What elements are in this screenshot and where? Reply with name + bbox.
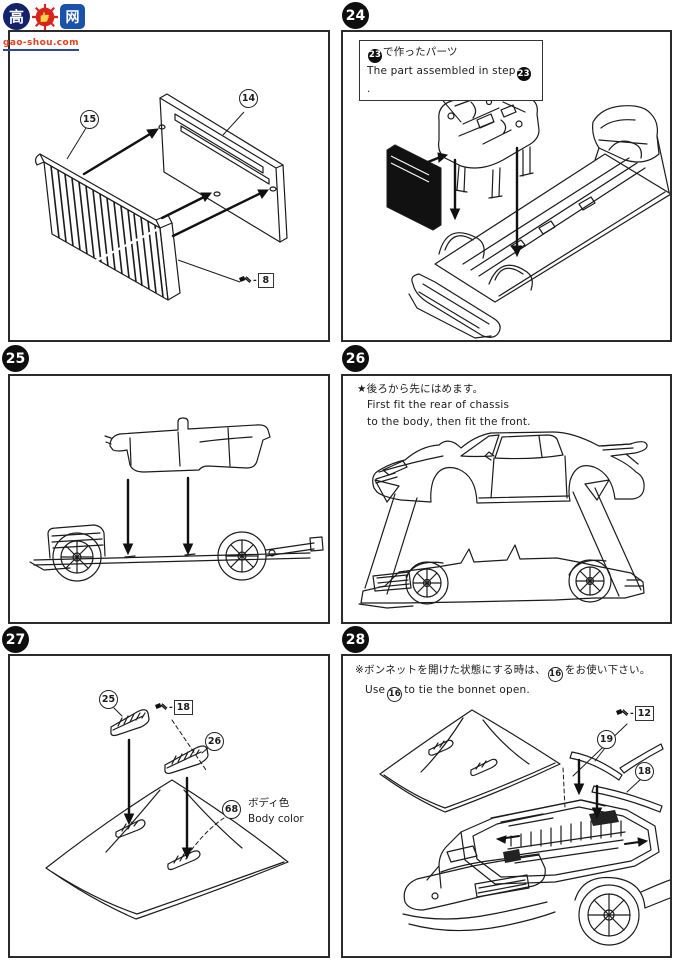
step-badge-24: 24 <box>342 2 369 29</box>
screw-callout-12: - 12 <box>615 706 654 721</box>
note-line-jp: ★後ろから先にはめます。 <box>357 383 484 395</box>
part-label-back-panel: 14 <box>239 89 258 108</box>
interior-chassis-drawing <box>29 417 324 582</box>
part-ref-circle: 16 <box>547 667 563 683</box>
step-badge-27: 27 <box>2 626 29 653</box>
step-ref-badge: 23 <box>368 48 382 63</box>
screw-icon <box>616 708 629 716</box>
step-26-note: ★後ろから先にはめます。 First fit the rear of chass… <box>357 381 577 430</box>
step-ref-badge: 23 <box>516 67 531 82</box>
step-badge-26: 26 <box>342 345 369 372</box>
watermark-logo: 高 网 gao-shou.com <box>3 3 85 52</box>
note-line-en1: First fit the rear of chassis <box>367 399 510 412</box>
screw-number: 18 <box>173 700 193 715</box>
screw-callout-18: - 18 <box>154 700 193 715</box>
panel-step-27: 25 - 18 26 68 ボディ色 Body color <box>8 654 330 958</box>
logo-domain-text: gao-shou.com <box>3 38 79 52</box>
bonnet-hinge-car-drawing <box>379 709 670 946</box>
screw-icon <box>239 275 252 283</box>
part-label-vent-left: 25 <box>99 690 118 709</box>
part-label-hood: 68 <box>222 800 241 819</box>
screw-dash: - <box>253 275 257 286</box>
screw-callout-8: - 8 <box>238 273 274 288</box>
screw-number: 8 <box>257 273 274 288</box>
logo-icons: 高 网 <box>3 3 85 30</box>
step-badge-25: 25 <box>2 345 29 372</box>
body-color-jp: ボディ色 <box>248 797 290 809</box>
part-label-vent-right: 26 <box>205 732 224 751</box>
panel-step-26: ★後ろから先にはめます。 First fit the rear of chass… <box>341 374 672 624</box>
note-line-en2: to the body, then fit the front. <box>367 415 531 428</box>
part-label-radiator: 15 <box>80 110 99 129</box>
screw-dash: - <box>169 702 173 713</box>
logo-gao-icon: 高 <box>3 3 30 30</box>
part-label-stay-left: 19 <box>597 730 616 749</box>
body-color-note: ボディ色 Body color <box>248 796 304 828</box>
radiator-assembly-drawing <box>34 93 288 301</box>
step-badge-28: 28 <box>342 626 369 653</box>
bonnet-vents-drawing <box>45 707 289 920</box>
logo-wang-icon: 网 <box>60 4 85 29</box>
screw-number: 12 <box>634 706 654 721</box>
body-chassis-drawing <box>358 431 648 609</box>
part-label-stay-right: 18 <box>635 762 654 781</box>
panel-step-23-continued: 15 14 - 8 <box>8 30 330 342</box>
body-color-en: Body color <box>248 812 304 825</box>
screw-icon <box>155 702 168 710</box>
panel-step-25 <box>8 374 330 624</box>
logo-gear-thumb-icon <box>32 3 58 30</box>
screw-dash: - <box>630 708 634 719</box>
part-ref-circle: 16 <box>387 687 403 703</box>
